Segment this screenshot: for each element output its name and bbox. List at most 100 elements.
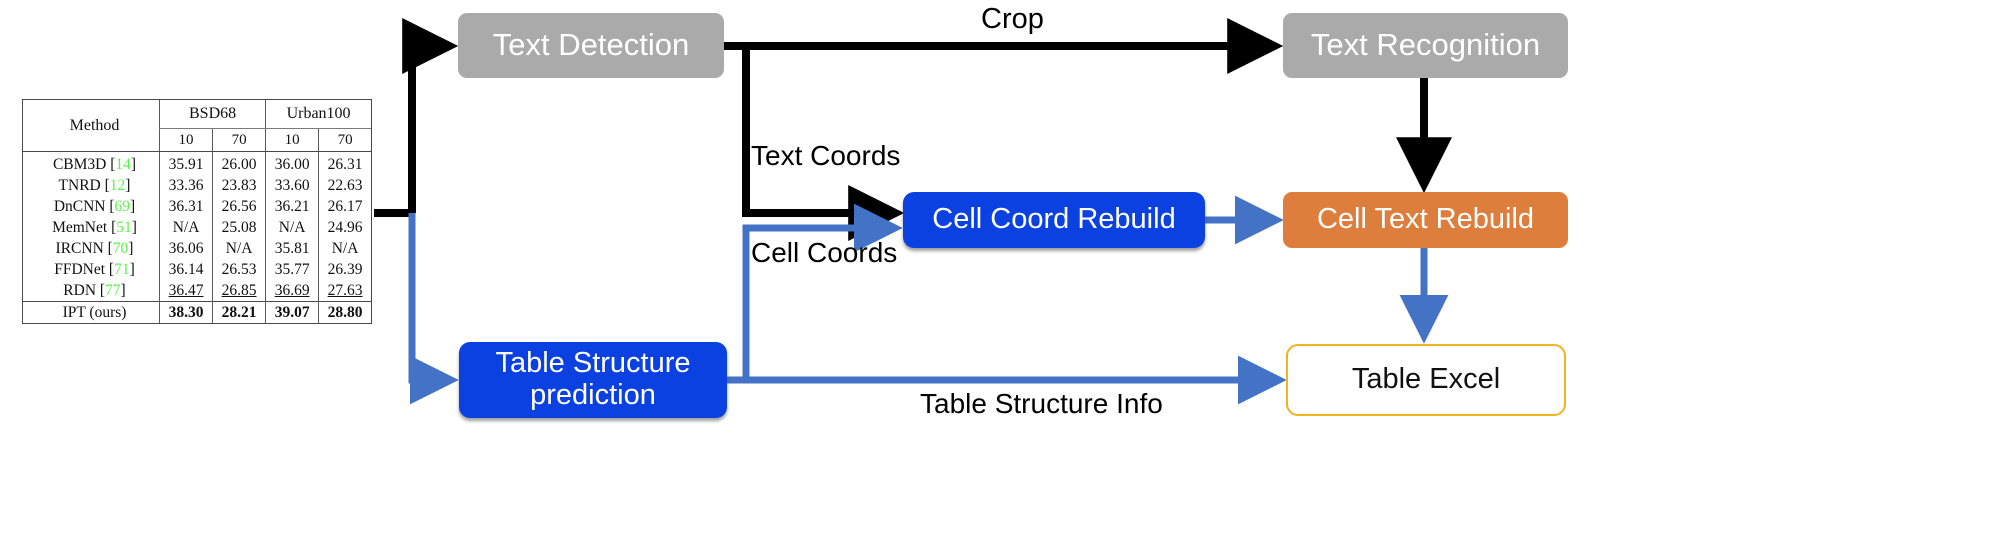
method-name: CBM3D [: [52, 155, 116, 173]
cell-value: N/A: [265, 217, 319, 238]
citation-ref: 51: [116, 218, 132, 236]
cell-value-text: 35.81: [274, 239, 310, 257]
cell-value-text: N/A: [331, 239, 359, 257]
citation-ref: 12: [109, 176, 126, 194]
cell-value-text: 33.60: [274, 176, 310, 194]
node-cell-text-rebuild[interactable]: Cell Text Rebuild: [1283, 192, 1568, 248]
cell-value-text: 24.96: [327, 218, 363, 236]
cell-method: IPT (ours): [23, 301, 160, 323]
cell-value: 38.30: [159, 301, 213, 323]
method-name: TNRD [: [58, 176, 110, 194]
edge-label-crop: Crop: [981, 3, 1044, 35]
cell-value: 33.60: [265, 175, 319, 196]
citation-ref: 69: [114, 197, 131, 215]
cell-value: N/A: [212, 238, 266, 259]
cell-value: 28.80: [318, 301, 371, 323]
cell-value-text: 26.85: [221, 281, 257, 299]
node-cell-text-rebuild-label: Cell Text Rebuild: [1316, 203, 1535, 236]
node-text-detection-label: Text Detection: [492, 27, 690, 63]
cell-value: 35.77: [265, 259, 319, 280]
method-name: IRCNN [: [55, 239, 113, 257]
cell-value: 25.08: [212, 217, 266, 238]
table-row: MemNet [51] N/A 25.08 N/A 24.96: [23, 217, 371, 238]
cell-value: 22.63: [318, 175, 371, 196]
node-cell-coord-rebuild[interactable]: Cell Coord Rebuild: [903, 192, 1205, 248]
cell-method: CBM3D [14]: [23, 151, 160, 175]
cell-value-text: 36.00: [274, 155, 310, 173]
node-table-excel[interactable]: Table Excel: [1286, 344, 1566, 416]
cell-value: 26.53: [212, 259, 266, 280]
node-table-excel-label: Table Excel: [1351, 363, 1501, 396]
cell-value-text: 26.39: [327, 260, 363, 278]
col-header-bsd68: BSD68: [159, 100, 266, 129]
results-table: Method BSD68 Urban100 10 70 10 70 CBM3D …: [23, 100, 371, 323]
cell-value: 26.31: [318, 151, 371, 175]
table-row: RDN [77] 36.47 26.85 36.69 27.63: [23, 280, 371, 302]
cell-method: IRCNN [70]: [23, 238, 160, 259]
cell-value: 36.06: [159, 238, 213, 259]
citation-ref: 77: [105, 281, 121, 299]
cell-method: TNRD [12]: [23, 175, 160, 196]
node-text-recognition[interactable]: Text Recognition: [1283, 13, 1568, 78]
edge-label-text-coords: Text Coords: [751, 140, 901, 171]
cell-value-text: 26.31: [327, 155, 363, 173]
cell-value: 26.56: [212, 196, 266, 217]
cell-value: 36.14: [159, 259, 213, 280]
cell-value: 23.83: [212, 175, 266, 196]
cell-value-text: N/A: [172, 218, 200, 236]
citation-bracket: ]: [125, 176, 131, 194]
cell-value-text: 28.80: [327, 303, 363, 321]
cell-value: 27.63: [318, 280, 371, 302]
cell-value: 36.69: [265, 280, 319, 302]
method-name: MemNet [: [52, 218, 117, 236]
citation-bracket: ]: [129, 260, 135, 278]
cell-value-text: 26.17: [327, 197, 363, 215]
cell-value-text: 36.47: [168, 281, 204, 299]
cell-value: 28.21: [212, 301, 266, 323]
citation-bracket: ]: [120, 281, 126, 299]
node-table-structure-prediction[interactable]: Table Structure prediction: [459, 342, 727, 418]
cell-value-text: 36.14: [168, 260, 204, 278]
table-row: CBM3D [14] 35.91 26.00 36.00 26.31: [23, 151, 371, 175]
citation-bracket: ]: [131, 218, 137, 236]
cell-value-text: 36.31: [168, 197, 204, 215]
cell-method: MemNet [51]: [23, 217, 160, 238]
cell-value: 36.21: [265, 196, 319, 217]
cell-value: 24.96: [318, 217, 371, 238]
cell-value-text: N/A: [278, 218, 306, 236]
table-row: DnCNN [69] 36.31 26.56 36.21 26.17: [23, 196, 371, 217]
cell-value-text: 27.63: [327, 281, 363, 299]
node-text-detection[interactable]: Text Detection: [458, 13, 724, 78]
cell-value-text: 22.63: [327, 176, 363, 194]
cell-value: 26.00: [212, 151, 266, 175]
cell-value: 35.81: [265, 238, 319, 259]
cell-value-text: 28.21: [221, 303, 257, 321]
table-row: TNRD [12] 33.36 23.83 33.60 22.63: [23, 175, 371, 196]
col-header-urban100: Urban100: [265, 100, 371, 129]
table-group-header-row: Method BSD68 Urban100: [23, 100, 371, 133]
cell-value: N/A: [159, 217, 213, 238]
node-text-recognition-label: Text Recognition: [1310, 27, 1541, 63]
cell-value-text: 25.08: [221, 218, 257, 236]
cell-value-text: 33.36: [168, 176, 204, 194]
edge-label-table-structure-info: Table Structure Info: [920, 388, 1163, 419]
citation-ref: 71: [114, 260, 130, 278]
subcol-bsd68-10: 10: [159, 128, 213, 152]
method-name: FFDNet [: [54, 260, 115, 278]
cell-value: 26.17: [318, 196, 371, 217]
cell-value-text: 35.91: [168, 155, 204, 173]
cell-value-text: 26.56: [221, 197, 257, 215]
cell-value: 33.36: [159, 175, 213, 196]
citation-ref: 70: [112, 239, 129, 257]
subcol-urban100-70: 70: [318, 128, 371, 152]
cell-value: N/A: [318, 238, 371, 259]
cell-method: DnCNN [69]: [23, 196, 160, 217]
cell-value: 36.47: [159, 280, 213, 302]
table-row: FFDNet [71] 36.14 26.53 35.77 26.39: [23, 259, 371, 280]
method-name: DnCNN [: [53, 197, 115, 215]
cell-method: RDN [77]: [23, 280, 160, 302]
cell-value: 35.91: [159, 151, 213, 175]
cell-value-text: 26.53: [221, 260, 257, 278]
